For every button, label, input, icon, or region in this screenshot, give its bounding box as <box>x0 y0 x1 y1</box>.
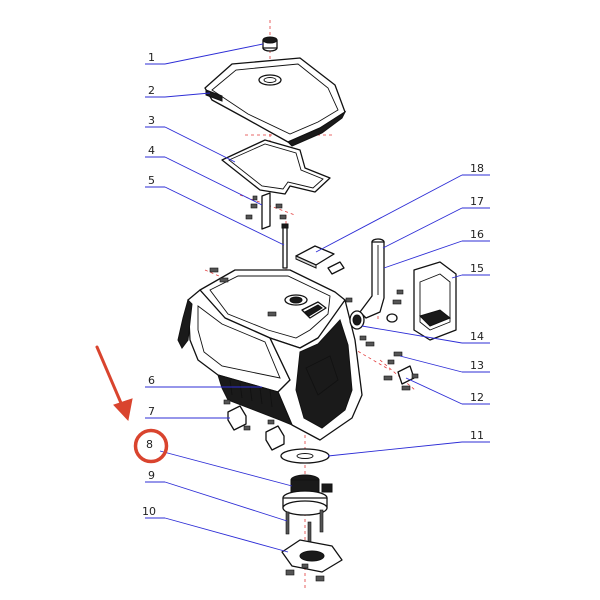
callout-1: 1 <box>148 51 155 64</box>
callout-10: 10 <box>142 505 156 518</box>
callout-8: 8 <box>146 438 153 451</box>
callout-14: 14 <box>470 330 484 343</box>
part-4-bracket <box>245 192 287 230</box>
highlight-circle <box>133 428 169 464</box>
callout-3: 3 <box>148 114 155 127</box>
part-14-ring <box>349 310 367 341</box>
part-16-fittings <box>327 261 404 323</box>
leader-lines <box>145 43 490 553</box>
part-7-clamps <box>223 399 285 451</box>
part-9-bolts <box>285 509 324 545</box>
part-10-plate <box>281 539 343 582</box>
callout-12: 12 <box>470 391 484 404</box>
callout-16: 16 <box>470 228 484 241</box>
highlight-arrow <box>95 345 126 412</box>
part-18-plate <box>295 245 335 269</box>
callout-13: 13 <box>470 359 484 372</box>
part-8-pump <box>282 474 333 516</box>
callout-9: 9 <box>148 469 155 482</box>
part-6-tank <box>177 267 375 441</box>
callout-2: 2 <box>148 84 155 97</box>
part-3-gasket <box>221 139 331 195</box>
part-12-bracket <box>383 365 419 391</box>
callout-labels: 1 2 3 4 5 6 7 8 9 10 11 12 13 14 15 16 1… <box>142 51 484 518</box>
callout-18: 18 <box>470 162 484 175</box>
part-2-top-cover <box>204 57 347 147</box>
part-1-cap <box>262 36 278 52</box>
part-15-panel <box>413 261 457 341</box>
callout-17: 17 <box>470 195 484 208</box>
callout-15: 15 <box>470 262 484 275</box>
callout-11: 11 <box>470 429 484 442</box>
callout-5: 5 <box>148 174 155 187</box>
highlight-annotation <box>95 345 169 464</box>
part-5-rod <box>281 223 289 269</box>
part-11-disc <box>280 448 330 464</box>
callout-6: 6 <box>148 374 155 387</box>
part-13-screws <box>387 351 403 365</box>
callout-4: 4 <box>148 144 155 157</box>
highlight-arrow-head <box>113 398 133 422</box>
callout-7: 7 <box>148 405 155 418</box>
part-17-spout <box>359 238 385 319</box>
